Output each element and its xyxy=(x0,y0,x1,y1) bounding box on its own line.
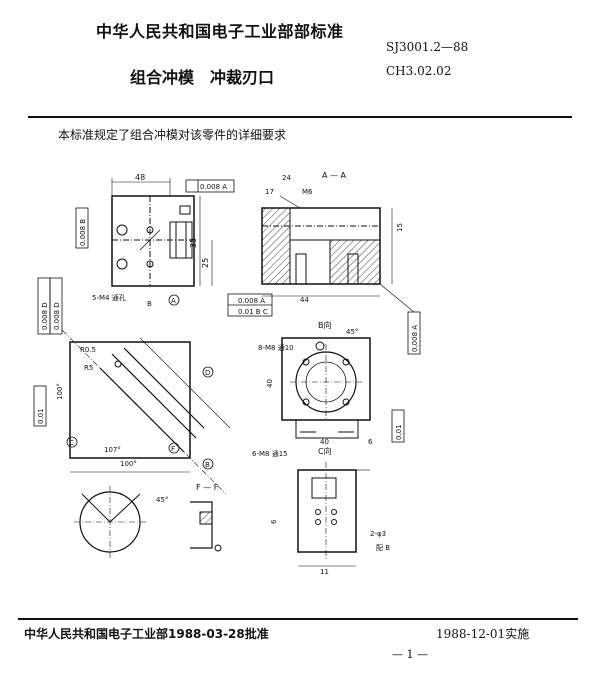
tol-001-b-label: 0.01 xyxy=(395,424,403,440)
dim-45a-label: 45° xyxy=(346,328,358,336)
intro-text: 本标准规定了组合冲模对该零件的详细要求 xyxy=(58,128,287,142)
tol-0008-d2-label: 0.008 D xyxy=(53,302,61,330)
header-organization: 中华人民共和国电子工业部部标准 xyxy=(96,22,344,41)
dim-45b-label: 45° xyxy=(156,496,168,504)
footer-rule xyxy=(18,618,578,620)
tol-001-label: 0.01 xyxy=(37,408,45,424)
datum-b-bubble: B xyxy=(205,461,210,469)
datum-b-label: B xyxy=(147,300,152,308)
circle-view: 45° xyxy=(74,486,168,558)
dim-24-label: 24 xyxy=(282,174,291,182)
dim-15-label: 15 xyxy=(396,223,404,232)
section-a-a: A — A 17 24 M6 44 15 0.008 A xyxy=(261,171,421,355)
standard-number: SJ3001.2—88 xyxy=(386,40,469,54)
dim-2phi-label: 2-φ3 xyxy=(370,530,386,538)
datum-f-bubble: F xyxy=(171,445,175,453)
dim-m6-label: M6 xyxy=(302,188,313,196)
tol-0008-a3-label: 0.008 A xyxy=(411,325,419,352)
tol-0008-a-label: 0.008 A xyxy=(200,183,227,191)
dim-44-label: 44 xyxy=(300,296,309,304)
dim-40a-label: 40 xyxy=(266,379,274,388)
classification-code: CH3.02.02 xyxy=(386,64,452,78)
tol-0008-d-label: 0.008 D xyxy=(41,302,49,330)
dim-35-label: 35 xyxy=(189,238,198,248)
tol-0008-b-label: 0.008 B xyxy=(79,219,87,246)
dim-6b-label: 6 xyxy=(270,519,278,524)
tol-0008-a2-label: 0.008 A xyxy=(238,297,265,305)
front-view: 48 35 25 xyxy=(111,173,213,287)
b-view-label: B向 xyxy=(318,320,332,330)
dim-48-label: 48 xyxy=(135,173,145,182)
tolerance-frames-top: 0.008 A 0.008 B 0.008 D 0.008 D 0.008 A … xyxy=(37,179,273,335)
datum-c-bubble: C xyxy=(69,439,74,447)
dim-11-label: 11 xyxy=(320,568,329,576)
dim-40b-label: 40 xyxy=(320,438,329,446)
document-title: 组合冲模 冲裁刃口 xyxy=(130,68,275,87)
c-view-label: C向 xyxy=(318,446,332,456)
c-view: C向 11 6 2-φ3 配 B xyxy=(270,446,390,576)
thread-6m8-label: 6-M8 通15 xyxy=(252,449,288,458)
thread-8m8-label: 8-M8 通10 xyxy=(258,343,294,352)
dim-25-label: 25 xyxy=(201,258,210,268)
view-ff-label: F — F xyxy=(196,483,219,492)
section-f-f: F — F xyxy=(190,483,222,552)
dim-r5-label: R5 xyxy=(84,364,93,372)
dim-17-label: 17 xyxy=(265,188,274,196)
dim-107-label: 107° xyxy=(104,446,121,454)
dim-100b-label: 100° xyxy=(120,460,137,468)
dim-6-label: 6 xyxy=(368,438,373,446)
header-rule xyxy=(28,116,572,118)
pin-note-label: 配 B xyxy=(376,544,390,552)
dim-r05-label: R0.5 xyxy=(80,346,96,354)
plan-view: D F B C R0.5 R5 100° 100° 107° 0.01 xyxy=(33,329,231,495)
datum-d-bubble: D xyxy=(205,369,210,377)
approval-line: 中华人民共和国电子工业部1988-03-28批准 xyxy=(24,627,269,641)
dim-100a-label: 100° xyxy=(56,383,64,400)
page-number: — 1 — xyxy=(392,648,428,661)
section-aa-label: A — A xyxy=(322,171,347,180)
effective-date: 1988-12-01实施 xyxy=(436,627,530,641)
b-view: B向 8-M8 通10 6-M8 通15 40 40 45° 6 0.01 xyxy=(252,320,405,458)
thread-5m4-label: 5-M4 通孔 xyxy=(92,293,126,302)
datum-a-bubble: A xyxy=(171,297,176,305)
tol-001-bc-label: 0.01 B C xyxy=(238,308,268,316)
